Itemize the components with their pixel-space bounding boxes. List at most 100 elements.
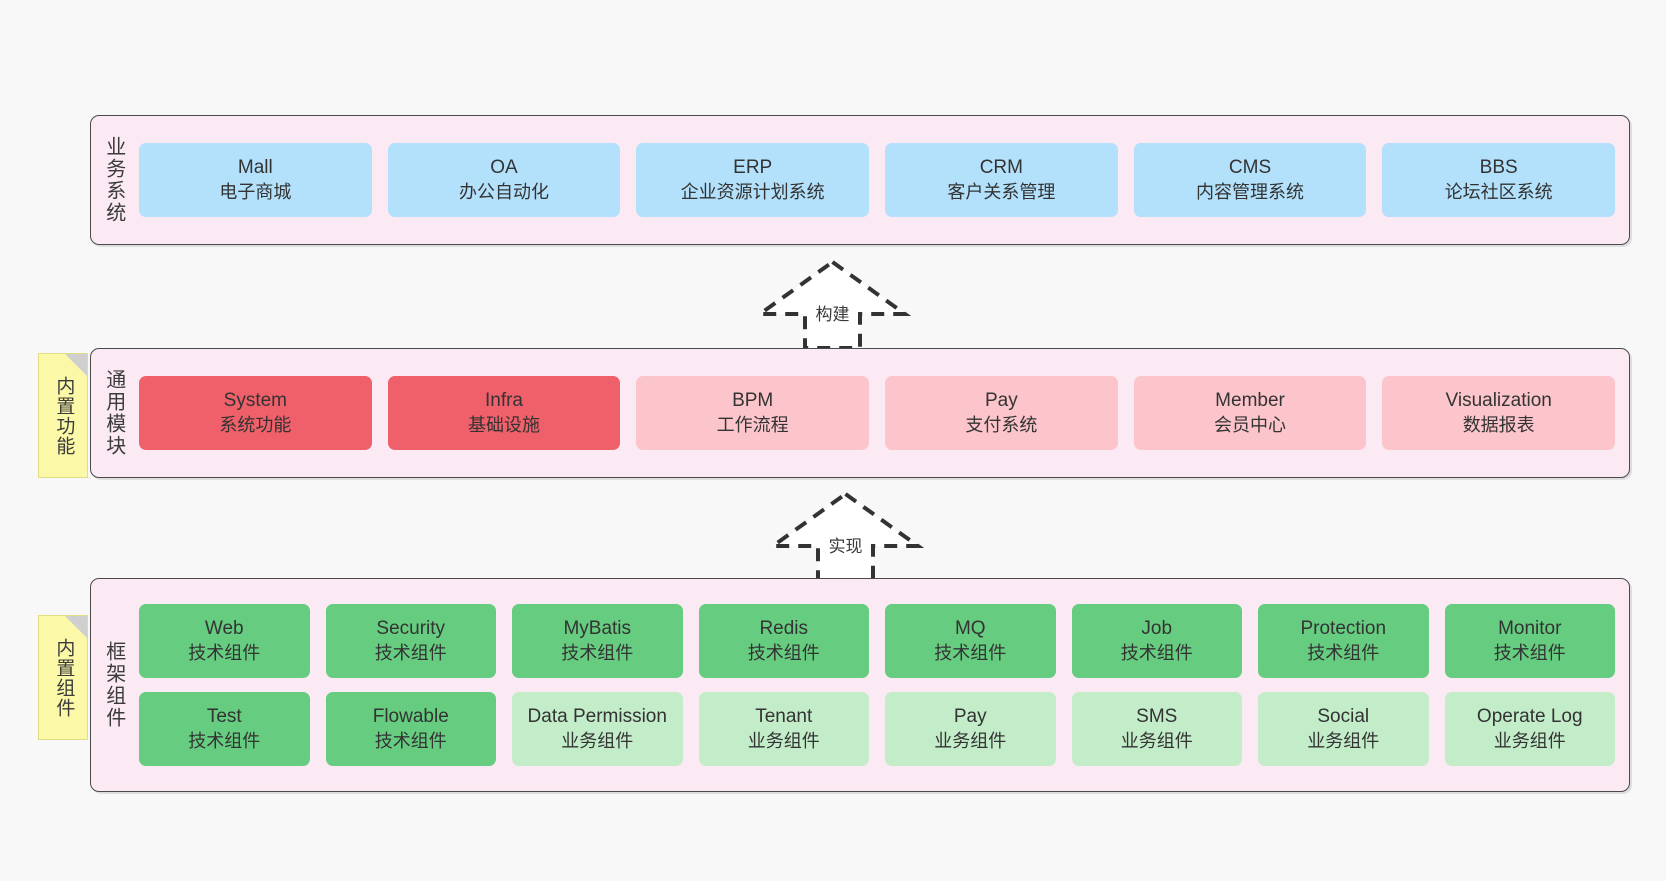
- card-monitor-subtitle: 技术组件: [1493, 642, 1566, 663]
- card-infra-subtitle: 基础设施: [468, 414, 540, 435]
- connector-implement-arrow: [766, 491, 925, 582]
- card-monitor-title: Monitor: [1498, 618, 1562, 640]
- card-crm-title: CRM: [979, 157, 1023, 179]
- card-mall[interactable]: Mall 电子商城: [139, 143, 372, 217]
- card-mq-title: MQ: [954, 618, 986, 640]
- card-monitor[interactable]: Monitor 技术组件: [1444, 604, 1615, 678]
- layer-common-modules: 通用模块 System 系统功能 Infra 基础设施 BPM 工作流程 Pay…: [90, 348, 1630, 478]
- card-data-permission-title: Data Permission: [527, 706, 667, 728]
- card-security-subtitle: 技术组件: [374, 642, 447, 663]
- card-cms[interactable]: CMS 内容管理系统: [1133, 143, 1367, 217]
- card-operate-log[interactable]: Operate Log 业务组件: [1444, 692, 1615, 766]
- card-visualization[interactable]: Visualization 数据报表: [1382, 376, 1616, 450]
- card-flowable[interactable]: Flowable 技术组件: [325, 692, 496, 766]
- card-mybatis-subtitle: 技术组件: [561, 642, 634, 663]
- card-social[interactable]: Social 业务组件: [1258, 692, 1429, 766]
- card-security[interactable]: Security 技术组件: [325, 604, 496, 678]
- card-protection[interactable]: Protection 技术组件: [1258, 604, 1429, 678]
- card-bbs-title: BBS: [1479, 157, 1518, 179]
- card-test[interactable]: Test 技术组件: [139, 692, 310, 766]
- layer-framework-components-row-1: Test 技术组件 Flowable 技术组件 Data Permission …: [139, 692, 1615, 766]
- card-erp-subtitle: 企业资源计划系统: [680, 181, 825, 202]
- card-crm[interactable]: CRM 客户关系管理: [885, 143, 1118, 217]
- connector-build-arrow: [753, 259, 912, 350]
- card-bpm[interactable]: BPM 工作流程: [636, 376, 870, 450]
- card-tenant-subtitle: 业务组件: [747, 730, 820, 751]
- card-tenant[interactable]: Tenant 业务组件: [698, 692, 869, 766]
- sticky-note-builtin-features: 内置功能: [38, 353, 88, 478]
- card-system-subtitle: 系统功能: [219, 414, 292, 435]
- card-web-subtitle: 技术组件: [188, 642, 261, 663]
- card-sms-title: SMS: [1136, 706, 1178, 728]
- sticky-fold-icon: [65, 616, 87, 638]
- card-oa-subtitle: 办公自动化: [459, 181, 549, 202]
- card-job-title: Job: [1141, 618, 1173, 640]
- card-erp[interactable]: ERP 企业资源计划系统: [636, 143, 870, 217]
- card-mybatis-title: MyBatis: [563, 618, 632, 640]
- card-redis[interactable]: Redis 技术组件: [698, 604, 869, 678]
- card-bpm-title: BPM: [732, 390, 774, 412]
- layer-common-modules-label: 通用模块: [102, 369, 125, 457]
- card-oa[interactable]: OA 办公自动化: [387, 143, 621, 217]
- card-social-title: Social: [1317, 706, 1370, 728]
- layer-framework-components: 框架组件 Web 技术组件 Security 技术组件 MyBatis 技术组件…: [90, 578, 1630, 792]
- card-redis-title: Redis: [759, 618, 809, 640]
- card-protection-subtitle: 技术组件: [1307, 642, 1380, 663]
- card-system-title: System: [223, 390, 288, 412]
- connector-implement: 实现: [766, 490, 925, 582]
- card-mybatis[interactable]: MyBatis 技术组件: [512, 604, 683, 678]
- connector-build: 构建: [753, 258, 912, 350]
- card-member[interactable]: Member 会员中心: [1133, 376, 1367, 450]
- layer-framework-components-label: 框架组件: [102, 641, 125, 729]
- card-bbs-subtitle: 论坛社区系统: [1444, 181, 1553, 202]
- sticky-note-builtin-components: 内置组件: [38, 615, 88, 740]
- card-job[interactable]: Job 技术组件: [1071, 604, 1242, 678]
- card-web[interactable]: Web 技术组件: [139, 604, 310, 678]
- card-erp-title: ERP: [733, 157, 773, 179]
- layer-business-systems-body: Mall 电子商城 OA 办公自动化 ERP 企业资源计划系统 CRM 客户关系…: [135, 116, 1629, 244]
- card-pay-module[interactable]: Pay 支付系统: [885, 376, 1118, 450]
- card-social-subtitle: 业务组件: [1307, 730, 1380, 751]
- card-mq[interactable]: MQ 技术组件: [885, 604, 1056, 678]
- card-crm-subtitle: 客户关系管理: [947, 181, 1056, 202]
- card-mall-subtitle: 电子商城: [219, 181, 292, 202]
- sticky-note-builtin-features-text: 内置功能: [53, 375, 75, 456]
- card-operate-log-title: Operate Log: [1476, 706, 1583, 728]
- card-security-title: Security: [376, 618, 446, 640]
- layer-common-modules-row-0: System 系统功能 Infra 基础设施 BPM 工作流程 Pay 支付系统…: [139, 376, 1616, 450]
- card-member-title: Member: [1215, 390, 1285, 412]
- card-visualization-subtitle: 数据报表: [1462, 414, 1535, 435]
- card-infra-title: Infra: [484, 390, 524, 412]
- card-cms-title: CMS: [1228, 157, 1272, 179]
- card-flowable-subtitle: 技术组件: [374, 730, 447, 751]
- card-pay-module-subtitle: 支付系统: [965, 414, 1038, 435]
- card-protection-title: Protection: [1300, 618, 1387, 640]
- card-pay-component[interactable]: Pay 业务组件: [885, 692, 1056, 766]
- card-web-title: Web: [204, 618, 244, 640]
- card-pay-module-title: Pay: [984, 390, 1018, 412]
- card-data-permission[interactable]: Data Permission 业务组件: [512, 692, 683, 766]
- layer-business-systems: 业务系统 Mall 电子商城 OA 办公自动化 ERP 企业资源计划系统 CRM…: [90, 115, 1630, 245]
- card-mall-title: Mall: [237, 157, 273, 179]
- card-system[interactable]: System 系统功能: [139, 376, 372, 450]
- card-pay-component-title: Pay: [953, 706, 987, 728]
- sticky-fold-icon: [65, 354, 87, 376]
- card-test-subtitle: 技术组件: [188, 730, 261, 751]
- layer-common-modules-body: System 系统功能 Infra 基础设施 BPM 工作流程 Pay 支付系统…: [135, 349, 1629, 477]
- card-data-permission-subtitle: 业务组件: [561, 730, 634, 751]
- card-member-subtitle: 会员中心: [1214, 414, 1287, 435]
- card-redis-subtitle: 技术组件: [747, 642, 820, 663]
- card-visualization-title: Visualization: [1445, 390, 1552, 412]
- card-infra[interactable]: Infra 基础设施: [387, 376, 621, 450]
- card-bpm-subtitle: 工作流程: [716, 414, 789, 435]
- card-bbs[interactable]: BBS 论坛社区系统: [1382, 143, 1616, 217]
- card-sms-subtitle: 业务组件: [1120, 730, 1193, 751]
- card-oa-title: OA: [490, 157, 518, 179]
- card-job-subtitle: 技术组件: [1120, 642, 1193, 663]
- layer-business-systems-label: 业务系统: [102, 136, 125, 224]
- layer-framework-components-row-0: Web 技术组件 Security 技术组件 MyBatis 技术组件 Redi…: [139, 604, 1615, 678]
- card-flowable-title: Flowable: [372, 706, 449, 728]
- card-sms[interactable]: SMS 业务组件: [1071, 692, 1242, 766]
- card-cms-subtitle: 内容管理系统: [1196, 181, 1305, 202]
